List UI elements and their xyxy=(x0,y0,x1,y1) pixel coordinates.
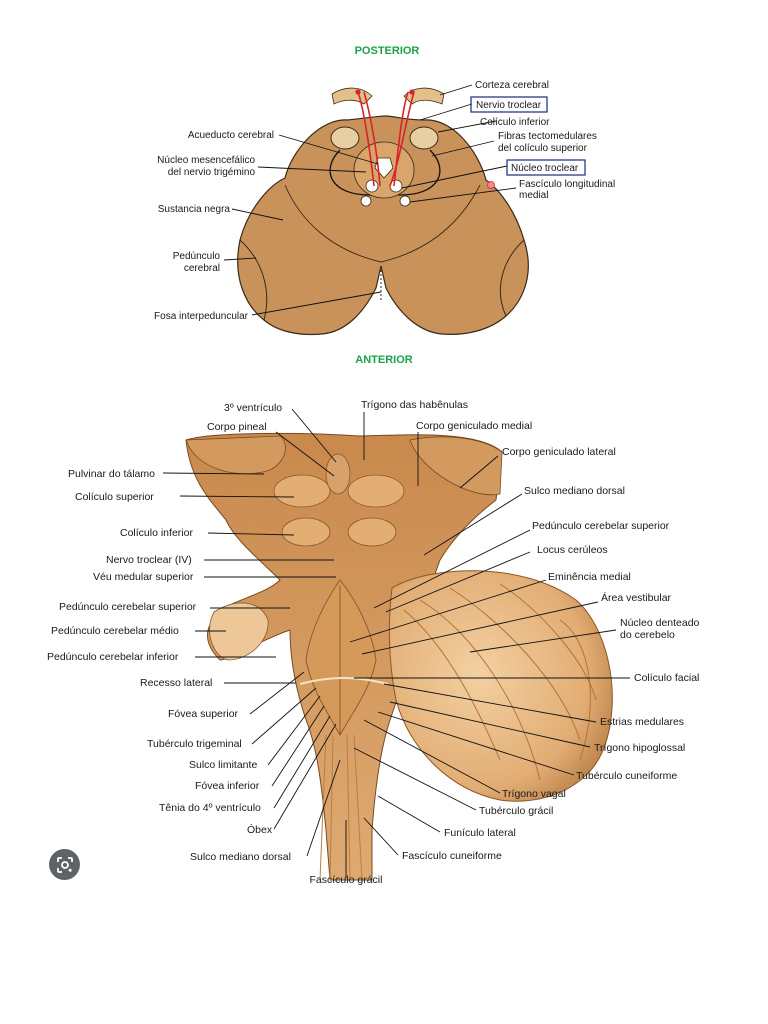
label-sulco-mediano-dorsal-lower: Sulco mediano dorsal xyxy=(190,851,291,863)
label-sulco-mediano-dorsal-upper: Sulco mediano dorsal xyxy=(524,485,625,497)
label-nervio-trigemino: del nervio trigémino xyxy=(168,167,256,178)
label-do-cerebelo: do cerebelo xyxy=(620,629,675,641)
peduncle-boundary-right xyxy=(499,239,525,317)
pulvinar-left xyxy=(185,435,286,475)
lens-icon xyxy=(56,856,73,873)
label-pedunculo-cerebral: cerebral xyxy=(184,263,220,274)
inferior-colliculus-left xyxy=(330,126,360,150)
mlf-marker xyxy=(487,181,495,189)
label-fovea-superior: Fóvea superior xyxy=(168,708,239,720)
label-tuberculo-cuneiforme: Tubérculo cuneiforme xyxy=(576,770,677,782)
nervio-troclear-box xyxy=(470,96,548,113)
label-corpo-geniculado-lateral: Corpo geniculado lateral xyxy=(502,446,616,458)
label-veu-medular-superior: Véu medular superior xyxy=(93,571,194,583)
label-fasciculo-longitudinal: Fascículo longitudinal xyxy=(519,179,615,190)
tectomedullary-fibers-left xyxy=(329,149,373,196)
label-trigono-hipoglossal: Trígono hipoglossal xyxy=(594,742,685,754)
superior-colliculus-left xyxy=(273,474,331,508)
cerebral-cortex-left xyxy=(331,87,373,105)
label-obex: Óbex xyxy=(247,823,273,836)
substantia-nigra-line xyxy=(284,184,481,263)
label-fosa-interpeduncular: Fosa interpeduncular xyxy=(154,311,249,322)
pineal-body xyxy=(325,453,351,495)
brainstem-dorsal-diagram: 3º ventrículo Trígono das habênulas Corp… xyxy=(47,399,700,886)
label-pedunculo-cerebelar-superior-left: Pedúnculo cerebelar superior xyxy=(59,601,197,613)
label-locus-ceruleos: Locus cerúleos xyxy=(537,544,608,556)
medulla-fascicles xyxy=(319,734,363,881)
label-corpo-geniculado-medial: Corpo geniculado medial xyxy=(416,420,532,432)
label-nucleo-denteado: Núcleo denteado xyxy=(620,617,700,629)
label-estrias-medulares: Estrias medulares xyxy=(600,716,684,728)
label-trigono-vagal: Trígono vagal xyxy=(502,788,566,800)
label-acueducto-cerebral: Acueducto cerebral xyxy=(188,130,274,141)
anterior-heading: ANTERIOR xyxy=(355,354,413,366)
midbrain-section-diagram: POSTERIOR xyxy=(154,45,615,366)
cerebellum-folia xyxy=(403,583,597,781)
pulvinar-right xyxy=(409,436,503,496)
label-3-ventriculo: 3º ventrículo xyxy=(224,402,282,414)
label-coliculo-inferior: Colículo inferior xyxy=(120,527,193,539)
label-funiculo-lateral: Funículo lateral xyxy=(444,827,516,839)
midbrain-cross-section xyxy=(237,115,529,336)
mlf-right xyxy=(399,195,411,207)
label-pedunculo-cerebelar-inferior: Pedúnculo cerebelar inferior xyxy=(47,651,179,663)
label-nucleo-troclear: Núcleo troclear xyxy=(511,163,579,174)
label-pedunculo: Pedúnculo xyxy=(173,251,221,262)
label-sustancia-negra: Sustancia negra xyxy=(158,204,231,215)
label-eminencia-medial: Eminência medial xyxy=(548,571,631,583)
label-fovea-inferior: Fóvea inferior xyxy=(195,780,260,792)
nerve-dot-right xyxy=(409,89,415,95)
mlf-left xyxy=(360,195,372,207)
label-corpo-pineal: Corpo pineal xyxy=(207,421,267,433)
label-tuberculo-gracil: Tubérculo grácil xyxy=(479,805,553,817)
label-coliculo-inferior: Colículo inferior xyxy=(480,117,550,128)
label-sulco-limitante: Sulco limitante xyxy=(189,759,257,771)
middle-cerebellar-peduncle-left xyxy=(209,602,269,661)
label-area-vestibular: Área vestibular xyxy=(601,591,672,604)
label-tuberculo-trigeminal: Tubérculo trigeminal xyxy=(147,738,242,750)
label-coliculo-facial: Colículo facial xyxy=(634,672,699,684)
bottom-leader-lines xyxy=(162,408,630,878)
label-pulvinar-talamo: Pulvinar do tálamo xyxy=(68,468,155,480)
peduncle-boundary-left xyxy=(239,239,268,321)
dentate-nucleus xyxy=(559,619,591,761)
superior-colliculus-right xyxy=(347,474,405,508)
label-tenia-4-ventriculo: Tênia do 4º ventrículo xyxy=(159,802,261,814)
inferior-colliculus-left xyxy=(281,517,331,547)
medullary-striae xyxy=(299,677,389,685)
label-coliculo-superior: Colículo superior xyxy=(75,491,154,503)
label-nervo-troclear: Nervo troclear (IV) xyxy=(106,554,192,566)
trochlear-nerve-path-left-a xyxy=(357,91,375,187)
lens-search-button[interactable] xyxy=(49,849,80,880)
trochlear-nerve-path-right-a xyxy=(393,91,409,187)
label-trigono-habenulas: Trígono das habênulas xyxy=(361,399,468,411)
posterior-heading: POSTERIOR xyxy=(355,45,420,57)
label-fasciculo-cuneiforme: Fascículo cuneiforme xyxy=(402,850,502,862)
label-fibras-coliculo-superior: del colículo superior xyxy=(498,143,588,154)
label-fibras-tectomedulares: Fibras tectomedulares xyxy=(498,131,597,142)
trochlear-nerve-path-left-b xyxy=(363,91,381,187)
label-fasciculo-medial: medial xyxy=(519,190,548,201)
label-recesso-lateral: Recesso lateral xyxy=(140,677,212,689)
label-nervio-troclear: Nervio troclear xyxy=(476,100,542,111)
trochlear-nerve-path-right-b xyxy=(389,91,415,187)
trochlear-nucleus-left xyxy=(365,179,379,193)
top-leader-lines xyxy=(223,84,517,316)
label-pedunculo-cerebelar-medio: Pedúnculo cerebelar médio xyxy=(51,625,179,637)
label-nucleo-mesencefalico: Núcleo mesencefálico xyxy=(157,155,255,166)
label-fasciculo-gracil: Fascículo grácil xyxy=(310,874,383,886)
nucleo-troclear-box xyxy=(506,159,586,176)
nerve-dot-left xyxy=(355,89,361,95)
label-corteza-cerebral: Corteza cerebral xyxy=(475,80,549,91)
label-pedunculo-cerebelar-superior-right: Pedúnculo cerebelar superior xyxy=(532,520,670,532)
inferior-colliculus-right xyxy=(347,517,397,547)
inferior-colliculus-right xyxy=(409,126,439,150)
